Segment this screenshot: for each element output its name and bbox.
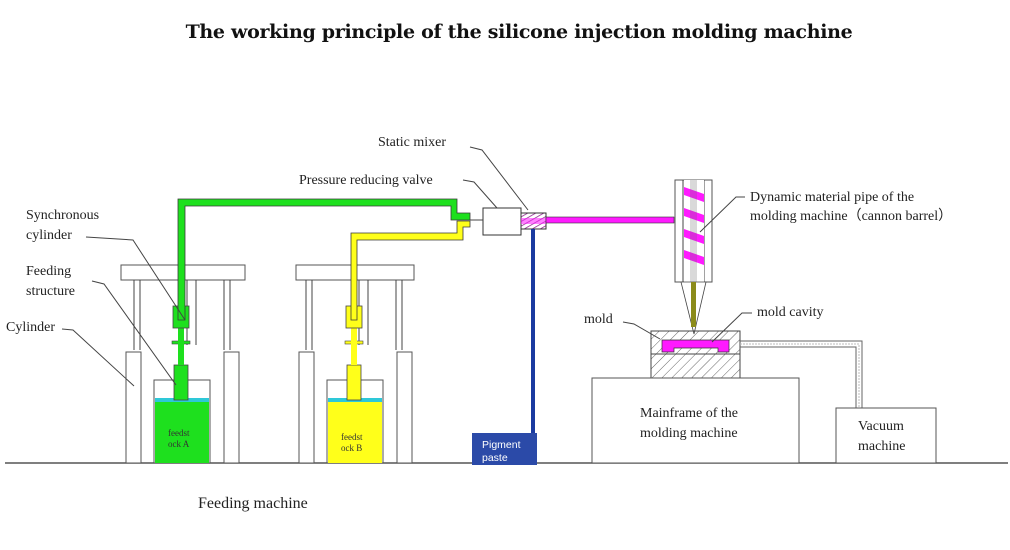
pigment-paste-box	[472, 433, 537, 465]
feed-pipe-b	[350, 220, 471, 321]
synchronous-cylinder-label-1: Synchronous	[26, 208, 99, 223]
feeding-machine-label: Feeding machine	[198, 495, 308, 512]
dynamic-pipe-label-1: Dynamic material pipe of the	[750, 190, 914, 205]
mold	[650, 330, 741, 379]
pigment-label-2: paste	[482, 452, 508, 464]
cannon-barrel	[674, 179, 713, 335]
feedstock-a-liquid	[155, 400, 209, 463]
feed-pipe-a	[177, 198, 471, 321]
feed-piston-b	[346, 364, 362, 401]
feedstock-b-liquid	[328, 400, 382, 463]
pigment-pipe	[531, 229, 535, 434]
cylinder-label: Cylinder	[6, 320, 55, 335]
feedstock-a-label-2: ock A	[168, 439, 190, 449]
vacuum-label-1: Vacuum	[858, 419, 904, 434]
mainframe-label-1: Mainframe of the	[640, 406, 738, 421]
mixed-material-pipe	[545, 216, 675, 224]
feeding-structure-label-1: Feeding	[26, 264, 71, 279]
dynamic-pipe-label-2: molding machine（cannon barrel）	[750, 208, 952, 224]
pigment-label-1: Pigment	[482, 439, 521, 451]
feedstock-b-label-2: ock B	[341, 443, 362, 453]
mold-label: mold	[584, 312, 613, 327]
diagram-title: The working principle of the silicone in…	[186, 21, 853, 43]
mainframe-box	[591, 377, 800, 464]
feeding-structure-label-2: structure	[26, 284, 75, 299]
pressure-reducing-valve	[482, 207, 522, 236]
feed-piston-a	[173, 364, 189, 401]
mold-cavity-label: mold cavity	[757, 305, 824, 320]
pressure-reducing-valve-label: Pressure reducing valve	[299, 173, 433, 188]
vacuum-machine-box	[835, 407, 937, 464]
vacuum-label-2: machine	[858, 439, 905, 454]
feeding-unit-a: feedst ock A	[120, 264, 246, 464]
static-mixer-label: Static mixer	[378, 135, 446, 150]
mainframe-label-2: molding machine	[640, 426, 738, 441]
vacuum-hose	[740, 340, 863, 408]
feedstock-b-label-1: feedst	[341, 432, 363, 442]
mold-cavity	[661, 339, 730, 353]
feedstock-a-label-1: feedst	[168, 428, 190, 438]
leader-lines	[61, 146, 752, 387]
synchronous-cylinder-label-2: cylinder	[26, 228, 72, 243]
